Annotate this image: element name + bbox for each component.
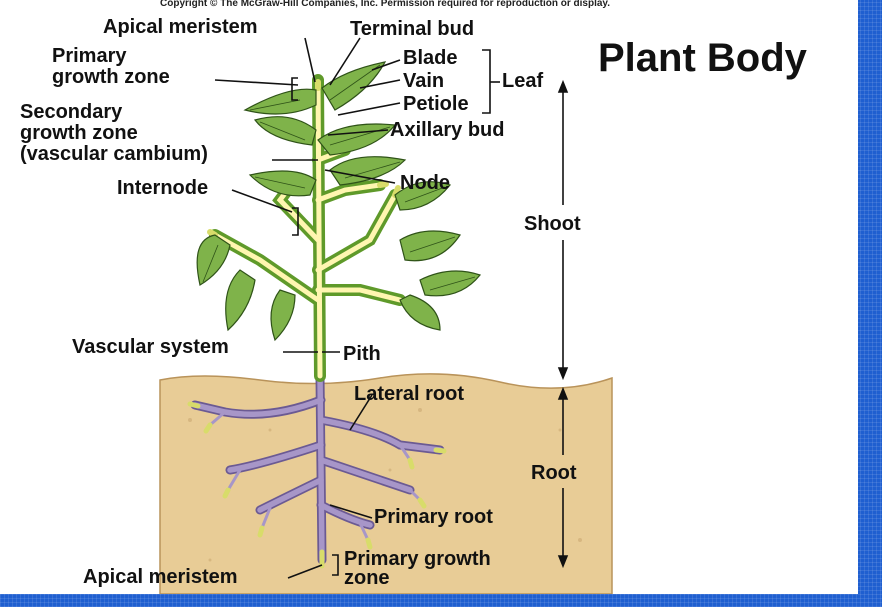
label-leaf: Leaf [502,70,544,92]
label-pith: Pith [343,343,381,365]
label-apical-meristem-bottom: Apical meristem [83,566,238,588]
label-root: Root [531,462,577,484]
label-node: Node [400,172,450,194]
diagram-slide: Copyright © The McGraw-Hill Companies, I… [0,0,858,594]
label-petiole: Petiole [403,93,469,115]
label-terminal-bud: Terminal bud [350,18,475,40]
label-vascular-system: Vascular system [72,336,229,358]
label-internode: Internode [117,177,209,199]
label-primary-growth-zone: Primary growth zone [52,45,170,88]
label-vain: Vain [403,70,445,92]
label-primary-growth-zone-root: Primary growth zone [344,548,491,589]
callout-lines [214,37,500,579]
range-arrows [557,79,569,569]
label-primary-root: Primary root [374,506,493,528]
copyright-notice: Copyright © The McGraw-Hill Companies, I… [160,0,611,9]
label-blade: Blade [403,47,458,69]
page-title: Plant Body [598,36,807,80]
label-lateral-root: Lateral root [354,383,465,405]
label-secondary-growth-zone: Secondary growth zone (vascular cambium) [20,101,208,165]
leaves [196,61,482,342]
label-shoot: Shoot [524,213,581,235]
root-system [187,371,447,569]
label-axillary-bud: Axillary bud [390,119,505,141]
plant-illustration [159,37,613,594]
label-apical-meristem-top: Apical meristem [103,16,258,38]
